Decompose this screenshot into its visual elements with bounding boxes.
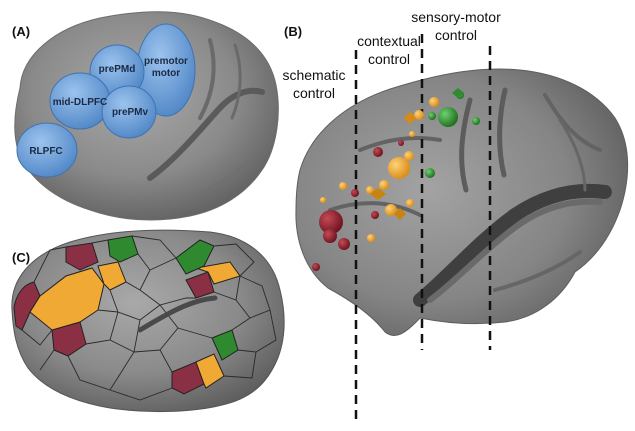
sensory-motor-activation-sphere <box>472 117 480 125</box>
parcellation-borders <box>21 235 277 401</box>
schematic-activation-sphere <box>323 229 337 243</box>
parcel-border <box>33 246 67 283</box>
panel-a-sylvian-fissure <box>147 87 265 181</box>
parcel-border <box>109 387 173 401</box>
sensory-motor-label-line1: sensory-motor <box>411 9 501 25</box>
panel-b-sulcus <box>493 250 582 292</box>
parcel-border <box>223 351 257 379</box>
parcel-border <box>139 289 196 306</box>
contextual-activation-sphere <box>385 204 397 216</box>
premotor-label-line1: premotor <box>144 56 188 67</box>
panel-a-sulcus <box>198 38 216 120</box>
contextual-activation-sphere <box>339 182 347 190</box>
panel-b-sulcus <box>558 118 587 192</box>
contextual-activation-diamond <box>394 208 406 220</box>
sensory-motor-parcel <box>175 239 215 275</box>
schematic-label-line1: schematic <box>282 67 345 83</box>
parcel-border <box>109 289 161 321</box>
sensory-motor-activation-sphere <box>438 107 458 127</box>
mid-dlpfc-label: mid-DLPFC <box>53 97 107 108</box>
parcel-border <box>39 349 55 371</box>
parcel-border <box>91 239 109 244</box>
panel-b-sulcus <box>459 97 473 193</box>
contextual-activation-sphere <box>404 151 414 161</box>
parcel-border <box>239 275 271 319</box>
contextual-parcel <box>195 353 225 389</box>
panel-c: (C) <box>11 229 285 413</box>
prepmv-region <box>101 85 157 139</box>
panel-b-sylvian-fissure <box>413 183 612 307</box>
prepmv-label: prePMv <box>112 107 149 118</box>
parcel-border <box>149 257 177 271</box>
sensory-motor-activation-diamond <box>452 88 464 98</box>
panel-b-sylvian-fissure-inner <box>427 198 603 303</box>
parcel-border <box>67 351 135 391</box>
contextual-activation-sphere <box>366 186 374 194</box>
schematic-activation-sphere <box>373 147 383 157</box>
contextual-activation-diamond <box>370 188 386 200</box>
panel-b-sulcus <box>497 87 508 178</box>
parcel-border <box>39 267 93 297</box>
schematic-activation-sphere <box>398 140 404 146</box>
contextual-activation-sphere <box>414 110 424 120</box>
parcel-border <box>125 253 151 291</box>
sensory-motor-label-line2: control <box>435 27 477 43</box>
schematic-parcel <box>65 242 99 271</box>
schematic-activation-sphere <box>319 210 343 234</box>
parcel-border <box>237 309 277 353</box>
sensory-motor-activation-sphere <box>425 168 435 178</box>
panel-b-sulcus <box>358 136 442 152</box>
schematic-parcel <box>13 281 41 331</box>
panel-b-label: (B) <box>284 24 302 39</box>
parcel-border <box>177 327 213 339</box>
panel-a-label: (A) <box>12 24 30 39</box>
prepmd-label: prePMd <box>99 64 136 75</box>
panel-a-sulcus <box>230 43 242 120</box>
sensory-motor-parcel <box>107 235 139 263</box>
schematic-activation-sphere <box>371 211 379 219</box>
contextual-parcel <box>195 261 241 285</box>
panel-c-sylvian-fissure <box>137 295 218 333</box>
contextual-activation-sphere <box>406 199 414 207</box>
parcel-border <box>213 243 255 277</box>
schematic-activation-sphere <box>312 263 320 271</box>
contextual-activation-sphere <box>429 97 439 107</box>
panel-a-sulcus <box>173 158 252 207</box>
panel-b-sulcus <box>543 93 602 152</box>
parcel-border <box>21 329 53 346</box>
panel-b: (B) schematic control contextual control… <box>282 9 629 420</box>
contextual-activation-sphere <box>320 197 326 203</box>
contextual-parcel <box>97 261 127 291</box>
panel-a: (A) premotor motor prePMd mid-DLPFC preP… <box>12 11 279 221</box>
contextual-activation-sphere <box>367 234 375 242</box>
parcel-border <box>97 309 119 313</box>
schematic-parcel <box>171 361 205 395</box>
panel-b-sulcus <box>328 201 422 217</box>
schematic-activation-sphere <box>338 238 350 250</box>
parcel-border <box>131 235 177 259</box>
contextual-activation-sphere <box>409 131 415 137</box>
panel-c-label: (C) <box>12 250 30 265</box>
rlpfc-label: RLPFC <box>29 146 62 157</box>
sensory-motor-activation-sphere <box>428 112 436 120</box>
rlpfc-region <box>16 122 78 178</box>
contextual-activation-sphere <box>379 180 389 190</box>
contextual-label-line2: control <box>368 51 410 67</box>
panel-b-brain <box>295 68 629 336</box>
contextual-activation-sphere <box>388 157 410 179</box>
contextual-label-line1: contextual <box>357 33 421 49</box>
schematic-activation-sphere <box>351 189 359 197</box>
premotor-label-line2: motor <box>152 68 180 79</box>
schematic-label-line2: control <box>293 85 335 101</box>
contextual-activation-diamond <box>404 112 416 124</box>
